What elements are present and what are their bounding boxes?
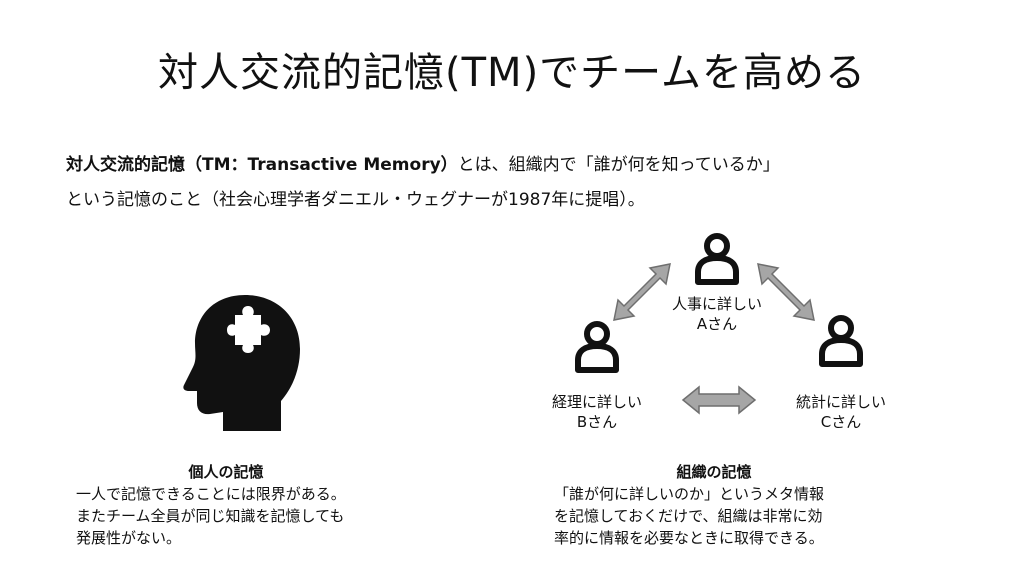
intro-line-2: という記憶のこと（社会心理学者ダニエル・ウェグナーが1987年に提唱）。 — [66, 190, 645, 210]
person-a-label: 人事に詳しい Aさん — [671, 295, 762, 333]
double-arrow-icon-bc — [681, 385, 757, 415]
intro-line-1-rest: とは、組織内で「誰が何を知っているか」 — [457, 155, 780, 175]
head-puzzle-icon — [183, 293, 303, 433]
double-arrow-icon-ac — [757, 263, 815, 321]
person-a-icon — [695, 233, 739, 285]
person-c-label: 統計に詳しい Cさん — [795, 393, 886, 431]
individual-memory-caption: 個人の記憶 一人で記憶できることには限界がある。 またチーム全員が同じ知識を記憶… — [76, 461, 376, 549]
intro-term: 対人交流的記憶（TM：Transactive Memory） — [66, 155, 458, 175]
organization-memory-caption: 組織の記憶 「誰が何に詳しいのか」というメタ情報 を記憶しておくだけで、組織は非… — [554, 461, 874, 549]
organization-memory-line: 率的に情報を必要なときに取得できる。 — [554, 529, 824, 547]
person-c-icon — [819, 315, 863, 367]
individual-memory-line: またチーム全員が同じ知識を記憶しても — [76, 507, 345, 525]
double-arrow-icon-ab — [613, 263, 671, 321]
intro-line-1: 対人交流的記憶（TM：Transactive Memory）とは、組織内で「誰が… — [66, 148, 966, 183]
individual-memory-line: 一人で記憶できることには限界がある。 — [76, 485, 346, 503]
intro-text: 対人交流的記憶（TM：Transactive Memory）とは、組織内で「誰が… — [66, 148, 966, 218]
person-b-label: 経理に詳しい Bさん — [551, 393, 642, 431]
page-title: 対人交流的記憶(TM)でチームを高める — [158, 50, 866, 96]
organization-memory-line: 「誰が何に詳しいのか」というメタ情報 — [554, 485, 825, 503]
organization-memory-line: を記憶しておくだけで、組織は非常に効 — [554, 507, 823, 525]
individual-memory-line: 発展性がない。 — [76, 529, 182, 547]
organization-memory-title: 組織の記憶 — [676, 463, 752, 481]
person-b-icon — [575, 321, 619, 373]
individual-memory-title: 個人の記憶 — [188, 463, 264, 481]
